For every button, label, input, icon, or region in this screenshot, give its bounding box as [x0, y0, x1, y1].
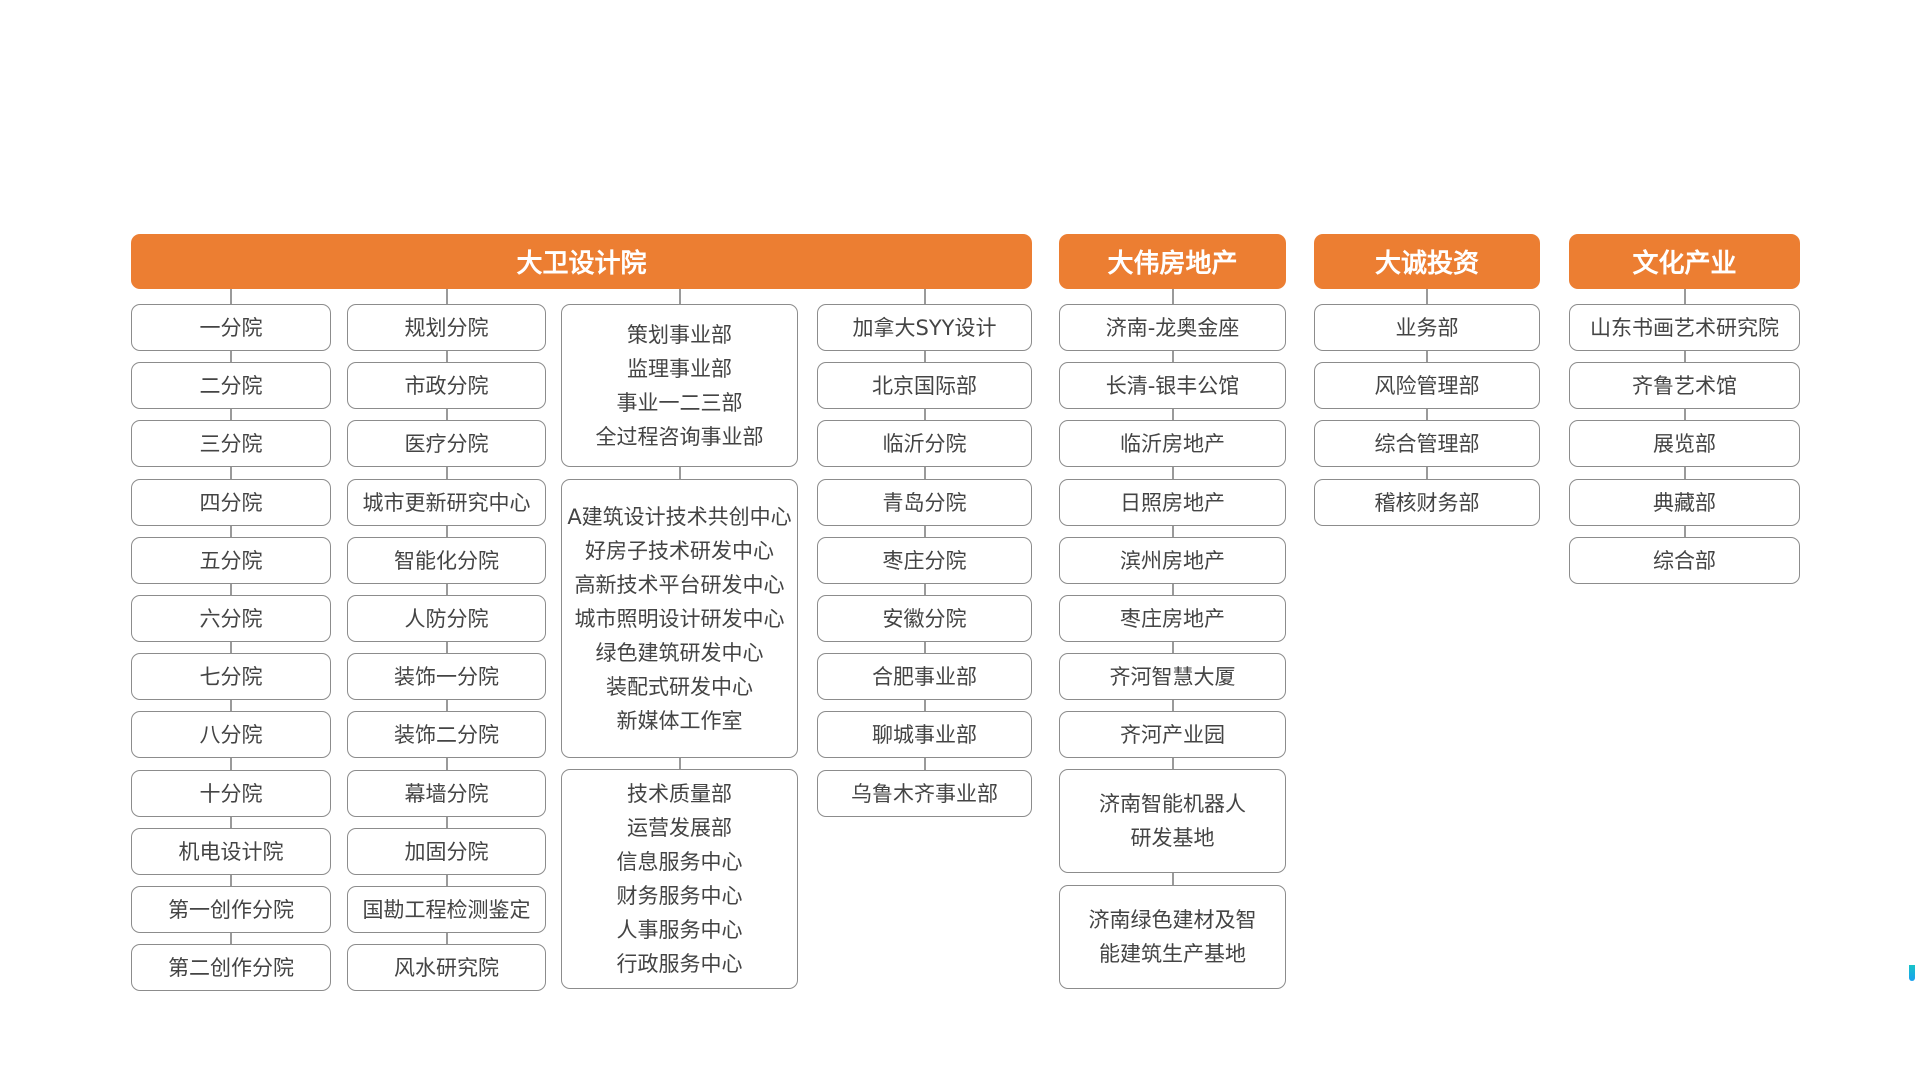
org-unit-box: 安徽分院	[817, 595, 1032, 642]
org-unit-label: 技术质量部	[627, 782, 732, 806]
org-unit-box: 日照房地产	[1059, 479, 1286, 526]
org-unit-box: 枣庄房地产	[1059, 595, 1286, 642]
org-unit-box: 装饰一分院	[347, 653, 546, 700]
org-unit-box: 规划分院	[347, 304, 546, 351]
org-unit-box: 装饰二分院	[347, 711, 546, 758]
org-unit-box: 临沂房地产	[1059, 420, 1286, 467]
org-unit-label: A建筑设计技术共创中心	[567, 504, 792, 529]
org-unit-box: 十分院	[131, 770, 331, 817]
org-unit-label: 监理事业部	[627, 356, 732, 381]
org-unit-box: 幕墙分院	[347, 770, 546, 817]
org-unit-box: 城市更新研究中心	[347, 479, 546, 526]
org-unit-box: 长清-银丰公馆	[1059, 362, 1286, 409]
org-unit-label: 济南绿色建材及智	[1088, 908, 1257, 932]
org-unit-label: 城市照明设计研发中心	[574, 606, 785, 631]
org-unit-label: 信息服务中心	[616, 850, 743, 874]
org-unit-label: 策划事业部	[627, 322, 732, 347]
org-unit-box: 风水研究院	[347, 944, 546, 991]
org-unit-box: 七分院	[131, 653, 331, 700]
org-unit-box: 医疗分院	[347, 420, 546, 467]
group-header-culture-industry: 文化产业	[1569, 234, 1800, 289]
org-unit-label: 人事服务中心	[616, 918, 743, 942]
group-header-dacheng-investment: 大诚投资	[1314, 234, 1540, 289]
org-unit-box: 山东书画艺术研究院	[1569, 304, 1800, 351]
accent-mark	[1909, 965, 1915, 981]
org-unit-label: 事业一二三部	[616, 390, 743, 415]
org-unit-box: 乌鲁木齐事业部	[817, 770, 1032, 817]
org-unit-box: 加拿大SYY设计	[817, 304, 1032, 351]
org-unit-box: 济南-龙奥金座	[1059, 304, 1286, 351]
org-unit-box: 第一创作分院	[131, 886, 331, 933]
org-unit-label: 全过程咨询事业部	[595, 424, 764, 449]
org-unit-box: 加固分院	[347, 828, 546, 875]
org-unit-box: 稽核财务部	[1314, 479, 1540, 526]
org-unit-box: 济南绿色建材及智能建筑生产基地	[1059, 885, 1286, 989]
org-unit-label: 绿色建筑研发中心	[595, 640, 764, 665]
org-unit-box: 枣庄分院	[817, 537, 1032, 584]
org-unit-box: 综合部	[1569, 537, 1800, 584]
org-unit-label: 能建筑生产基地	[1099, 942, 1246, 966]
org-unit-label: 高新技术平台研发中心	[574, 572, 785, 597]
org-unit-box: 齐鲁艺术馆	[1569, 362, 1800, 409]
org-unit-box: 策划事业部监理事业部事业一二三部全过程咨询事业部	[561, 304, 798, 467]
org-unit-label: 新媒体工作室	[616, 708, 743, 733]
org-unit-box: 机电设计院	[131, 828, 331, 875]
org-unit-box: 合肥事业部	[817, 653, 1032, 700]
org-unit-box: 人防分院	[347, 595, 546, 642]
org-unit-box: 八分院	[131, 711, 331, 758]
org-unit-label: 好房子技术研发中心	[585, 538, 774, 563]
org-unit-label: 行政服务中心	[616, 952, 743, 976]
org-unit-box: 四分院	[131, 479, 331, 526]
org-unit-box: 齐河智慧大厦	[1059, 653, 1286, 700]
org-unit-box: 五分院	[131, 537, 331, 584]
org-unit-box: 青岛分院	[817, 479, 1032, 526]
org-unit-box: 北京国际部	[817, 362, 1032, 409]
org-unit-box: 展览部	[1569, 420, 1800, 467]
org-unit-label: 财务服务中心	[616, 884, 743, 908]
org-unit-box: 滨州房地产	[1059, 537, 1286, 584]
org-unit-box: 第二创作分院	[131, 944, 331, 991]
org-unit-box: 临沂分院	[817, 420, 1032, 467]
org-unit-box: 齐河产业园	[1059, 711, 1286, 758]
org-unit-box: A建筑设计技术共创中心好房子技术研发中心高新技术平台研发中心城市照明设计研发中心…	[561, 479, 798, 758]
org-unit-label: 研发基地	[1130, 826, 1215, 850]
org-unit-box: 聊城事业部	[817, 711, 1032, 758]
org-unit-box: 一分院	[131, 304, 331, 351]
org-unit-box: 智能化分院	[347, 537, 546, 584]
group-header-dawei-design: 大卫设计院	[131, 234, 1032, 289]
org-unit-box: 国勘工程检测鉴定	[347, 886, 546, 933]
org-unit-box: 业务部	[1314, 304, 1540, 351]
org-unit-box: 综合管理部	[1314, 420, 1540, 467]
org-unit-label: 济南智能机器人	[1099, 792, 1246, 816]
group-header-dawei-realestate: 大伟房地产	[1059, 234, 1286, 289]
org-unit-box: 典藏部	[1569, 479, 1800, 526]
org-unit-box: 技术质量部运营发展部信息服务中心财务服务中心人事服务中心行政服务中心	[561, 769, 798, 989]
org-unit-box: 六分院	[131, 595, 331, 642]
org-unit-box: 二分院	[131, 362, 331, 409]
org-unit-label: 装配式研发中心	[606, 674, 753, 699]
org-unit-box: 风险管理部	[1314, 362, 1540, 409]
org-unit-box: 济南智能机器人研发基地	[1059, 769, 1286, 873]
org-unit-box: 市政分院	[347, 362, 546, 409]
org-unit-box: 三分院	[131, 420, 331, 467]
org-unit-label: 运营发展部	[627, 816, 732, 840]
